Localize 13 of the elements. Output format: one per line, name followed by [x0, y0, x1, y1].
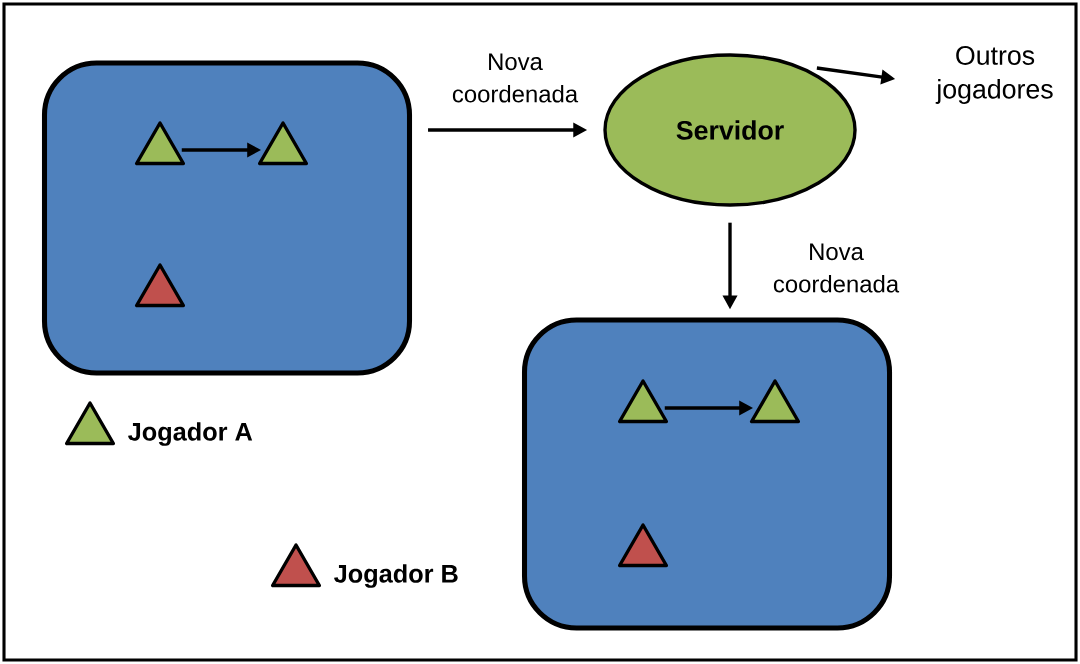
- legend-label: Jogador B: [334, 564, 458, 588]
- edge-label: Nova coordenada: [437, 52, 593, 104]
- triangle-icon: [134, 121, 186, 166]
- text-label: Outros jogadores: [935, 46, 1053, 104]
- triangle-icon: [617, 523, 669, 568]
- edge-label: Nova coordenada: [758, 242, 914, 294]
- triangle-icon: [617, 379, 669, 424]
- triangle-icon: [749, 379, 801, 424]
- legend-label: Jogador A: [128, 422, 253, 446]
- rounded-box: [522, 317, 893, 631]
- rounded-box: [41, 60, 413, 376]
- triangle-icon: [257, 121, 309, 166]
- triangle-icon: [134, 263, 186, 308]
